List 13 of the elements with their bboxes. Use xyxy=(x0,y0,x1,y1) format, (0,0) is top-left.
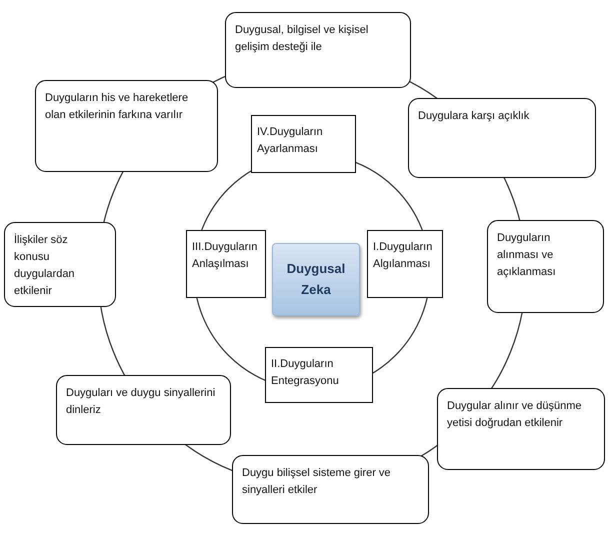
description-box: Duygu bilişsel sisteme girer ve sinyalleri etkiler xyxy=(232,455,429,524)
description-box: Duyguların his ve hareketlere olan etkilerinin farkına varılır xyxy=(35,80,218,172)
description-box: İlişkiler söz konusu duygulardan etkilenir xyxy=(4,222,116,307)
branch-box: IV.Duyguların Ayarlanması xyxy=(251,115,356,173)
description-box: Duygusal, bilgisel ve kişisel gelişim desteği ile xyxy=(225,12,411,88)
description-box: Duyguları ve duygu sinyallerini dinleriz xyxy=(56,375,231,445)
description-box: Duygulara karşı açıklık xyxy=(408,98,596,178)
branch-box: I.Duyguların Algılanması xyxy=(367,230,443,298)
description-box: Duyguların alınması ve açıklanması xyxy=(487,220,604,313)
branch-box: II.Duyguların Entegrasyonu xyxy=(265,347,373,403)
description-box: Duygular alınır ve düşünme yetisi doğrudan etkilenir xyxy=(437,388,605,470)
branch-box: III.Duyguların Anlaşılması xyxy=(186,230,266,298)
central-concept-box: Duygusal Zeka xyxy=(272,243,360,316)
